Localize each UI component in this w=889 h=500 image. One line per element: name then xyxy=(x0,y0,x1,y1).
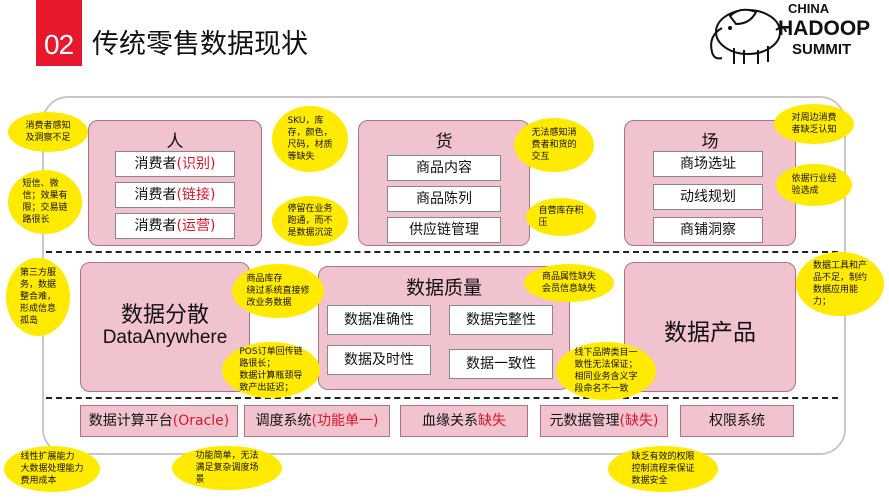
data-scatter-title: 数据分散 xyxy=(120,303,209,328)
callout-bubble: 无法感知消 费者和货的 交互 xyxy=(514,118,594,172)
data-scatter-panel: 数据分散 DataAnywhere xyxy=(80,262,250,392)
quality-item-accuracy: 数据准确性 xyxy=(327,305,431,335)
goods-panel-title: 货 xyxy=(435,132,453,152)
people-item-operate: 消费者(运营) xyxy=(115,213,235,239)
metadata-box: 元数据管理(缺失) xyxy=(540,405,668,437)
callout-bubble: 功能简单，无法 满足复杂调度场 景 xyxy=(172,446,282,490)
data-scatter-subtitle: DataAnywhere xyxy=(102,327,228,348)
compute-platform-box: 数据计算平台(Oracle) xyxy=(80,405,238,437)
quality-item-consistency: 数据一致性 xyxy=(449,349,553,379)
callout-bubble: 短信、微 信；效果有 限；交易链 路很长 xyxy=(8,170,82,234)
dashed-separator-bottom xyxy=(46,397,838,399)
lineage-box: 血缘关系缺失 xyxy=(400,405,528,437)
people-panel-title: 人 xyxy=(166,132,184,152)
venue-item-site-selection: 商场选址 xyxy=(653,151,763,177)
callout-bubble: 停留在业务 跑通，而不 是数据沉淀 xyxy=(272,196,348,246)
goods-panel: 货 商品内容 商品陈列 供应链管理 xyxy=(358,120,530,246)
people-item-link: 消费者(链接) xyxy=(115,182,235,208)
elephant-icon xyxy=(710,8,787,64)
logo-line-china: CHINA xyxy=(788,1,830,16)
china-hadoop-summit-logo: CHINA HADOOP SUMMIT xyxy=(700,0,889,70)
callout-bubble: 数据工具和产 品不足，制约 数据应用能 力； xyxy=(796,252,884,316)
quality-item-completeness: 数据完整性 xyxy=(449,305,553,335)
callout-bubble: 商品库存 绕过系统直接修 改业务数据 xyxy=(232,264,324,318)
slide-number: 02 xyxy=(44,29,74,60)
venue-item-route-planning: 动线规划 xyxy=(653,184,763,210)
callout-bubble: POS订单回传链 路很长； 数据计算瓶颈导 致产出延迟； xyxy=(222,342,320,398)
goods-item-content: 商品内容 xyxy=(387,155,501,181)
data-quality-title: 数据质量 xyxy=(405,277,482,299)
callout-bubble: 线性扩展能力 大数据处理能力 费用成本 xyxy=(4,446,100,492)
callout-bubble: 消费者感知 及洞察不足 xyxy=(8,112,88,152)
page-title: 传统零售数据现状 xyxy=(92,29,308,60)
slide-number-badge xyxy=(36,0,82,66)
venue-panel-title: 场 xyxy=(701,132,719,152)
callout-bubble: 第三方服 务，数据 整合难， 形成信息 孤岛 xyxy=(6,258,70,336)
callout-bubble: 缺乏有效的权限 控制流程来保证 数据安全 xyxy=(608,446,718,492)
logo-line-hadoop: HADOOP xyxy=(778,17,871,40)
data-product-title: 数据产品 xyxy=(664,320,756,346)
people-item-identify: 消费者(识别) xyxy=(115,151,235,177)
callout-bubble: 对周边消费 者缺乏认知 xyxy=(774,104,854,144)
goods-item-supply-chain: 供应链管理 xyxy=(387,217,501,243)
quality-item-timeliness: 数据及时性 xyxy=(327,345,431,375)
permission-box: 权限系统 xyxy=(680,405,794,437)
callout-bubble: 依据行业经 验选成 xyxy=(776,164,852,206)
scheduler-box: 调度系统(功能单一) xyxy=(244,405,390,437)
venue-panel: 场 商场选址 动线规划 商铺洞察 xyxy=(624,120,796,246)
people-panel: 人 消费者(识别) 消费者(链接) 消费者(运营) xyxy=(88,120,262,246)
venue-item-shop-insight: 商铺洞察 xyxy=(653,217,763,243)
callout-bubble: SKU，库 存，颜色， 尺码，材质 等缺失 xyxy=(272,106,348,172)
logo-line-summit: SUMMIT xyxy=(792,41,852,58)
callout-bubble: 自营库存积 压 xyxy=(526,198,596,236)
callout-bubble: 商品属性缺失 会员信息缺失 xyxy=(524,264,614,302)
data-product-panel: 数据产品 xyxy=(624,262,796,392)
dashed-separator-top xyxy=(46,251,838,253)
goods-item-display: 商品陈列 xyxy=(387,186,501,212)
callout-bubble: 线下品牌类目一 致性无法保证； 相同业务含义字 段命名不一致 xyxy=(556,342,656,400)
